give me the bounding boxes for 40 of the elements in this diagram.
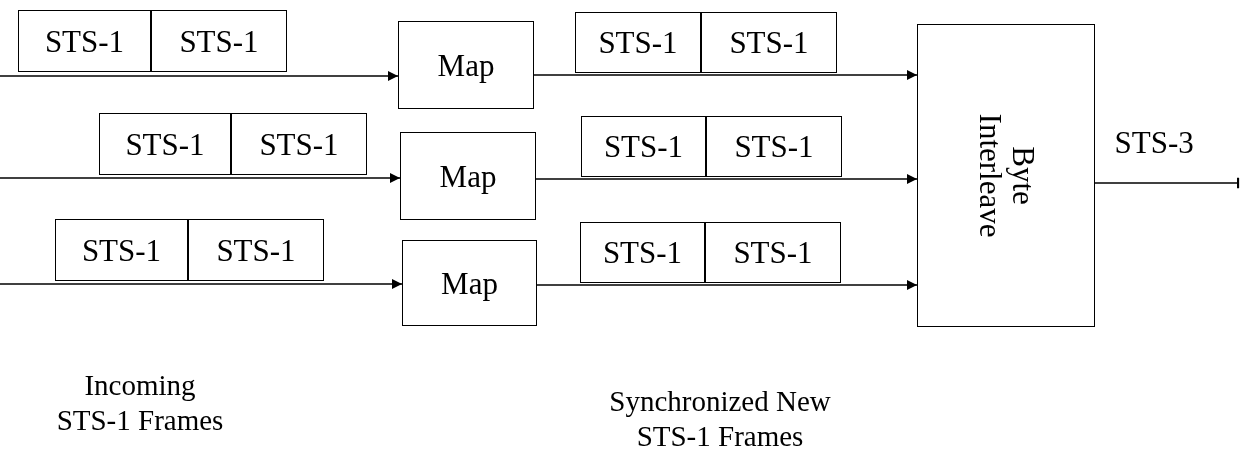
arrow [0,71,399,81]
frame-block [705,222,841,283]
frame-block [188,219,324,281]
block-label: Map [439,160,497,192]
frame-block [580,222,705,283]
frame-block [18,10,151,72]
map-block [398,21,534,109]
byte-interleave-block [917,24,1095,327]
map-block [400,132,536,220]
frame-block [581,116,706,177]
block-label: STS-1 [259,128,339,160]
frame-block [575,12,701,73]
block-label: STS-1 [602,237,683,268]
caption-text: Synchronized New STS-1 Frames [608,384,832,454]
arrow [0,173,401,183]
block-label: STS-1 [81,234,162,266]
frame-block [706,116,842,177]
arrow [536,280,918,290]
frame-block [231,113,367,175]
arrow [533,70,918,80]
arrow [535,174,918,184]
block-label: STS-1 [216,234,296,266]
block-label: Map [441,267,498,299]
frame-block [151,10,287,72]
frame-block [99,113,231,175]
block-label: STS-1 [179,25,259,57]
block-label: STS-1 [603,131,684,162]
block-label: STS-1 [598,27,678,58]
arrow [0,279,403,289]
block-label: STS-1 [44,25,125,57]
caption-text: Incoming STS-1 Frames [55,368,225,438]
frame-block [701,12,837,73]
block-label: STS-1 [734,131,814,162]
block-label: STS-1 [733,237,813,268]
frame-block [55,219,188,281]
block-label: Map [437,49,495,81]
block-label: STS-1 [125,128,205,160]
block-label: Byte Interleave [973,112,1039,240]
map-block [402,240,537,326]
block-label: STS-1 [729,27,809,58]
